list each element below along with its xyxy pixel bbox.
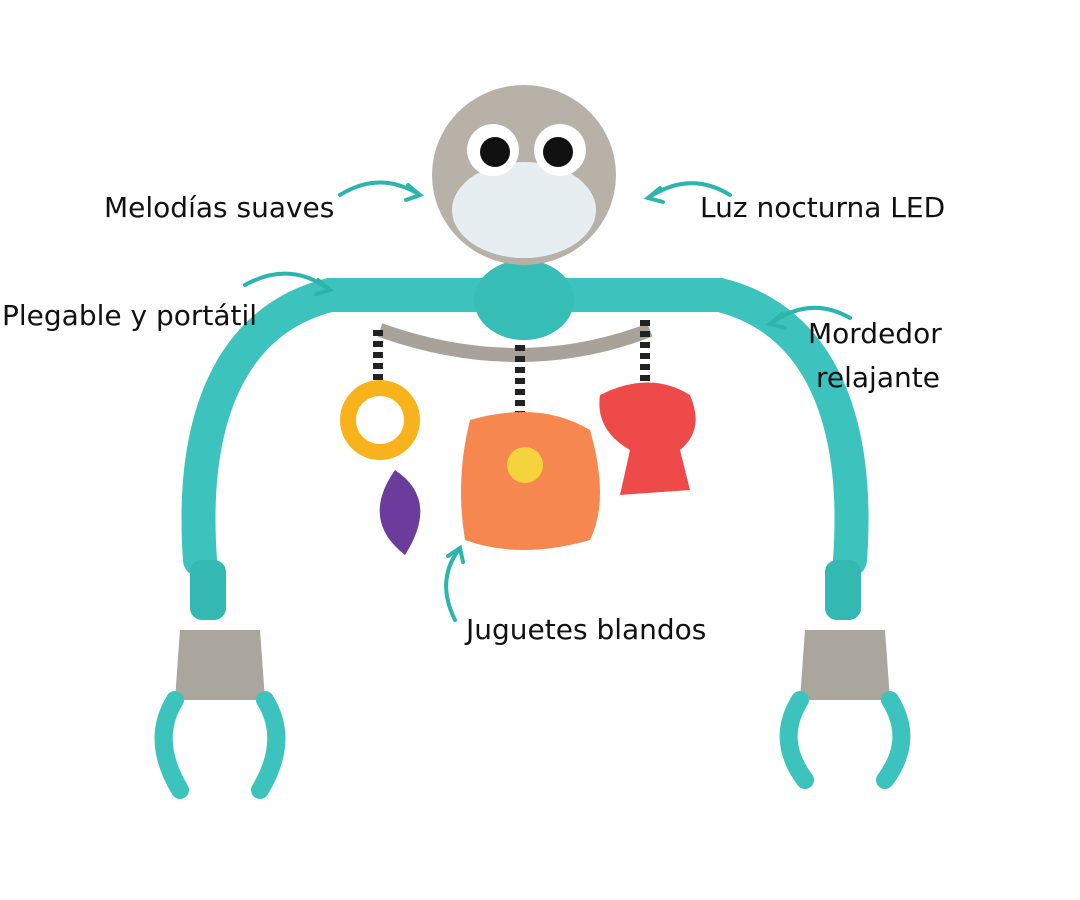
owl-belly-light (452, 162, 596, 258)
owl-base (474, 260, 574, 340)
right-clamp (800, 630, 890, 700)
red-teether (599, 382, 696, 495)
label-melodies: Melodías suaves (104, 191, 335, 224)
left-joint (190, 560, 226, 620)
right-claw (779, 691, 911, 789)
arrow-soft-toys (444, 546, 462, 622)
label-soft-toys: Juguetes blandos (466, 613, 707, 646)
left-clamp (175, 630, 265, 700)
left-claw (154, 691, 286, 799)
label-teether-line1: Mordedor (808, 317, 942, 350)
leaf-toy (379, 470, 421, 555)
grey-inner-bar (377, 323, 653, 362)
right-joint (825, 560, 861, 620)
yellow-ring-toy (340, 380, 420, 460)
callout-arrows (243, 180, 852, 622)
label-foldable: Plegable y portátil (2, 299, 258, 332)
label-night-light: Luz nocturna LED (700, 191, 946, 224)
label-teether-line2: relajante (816, 361, 940, 394)
